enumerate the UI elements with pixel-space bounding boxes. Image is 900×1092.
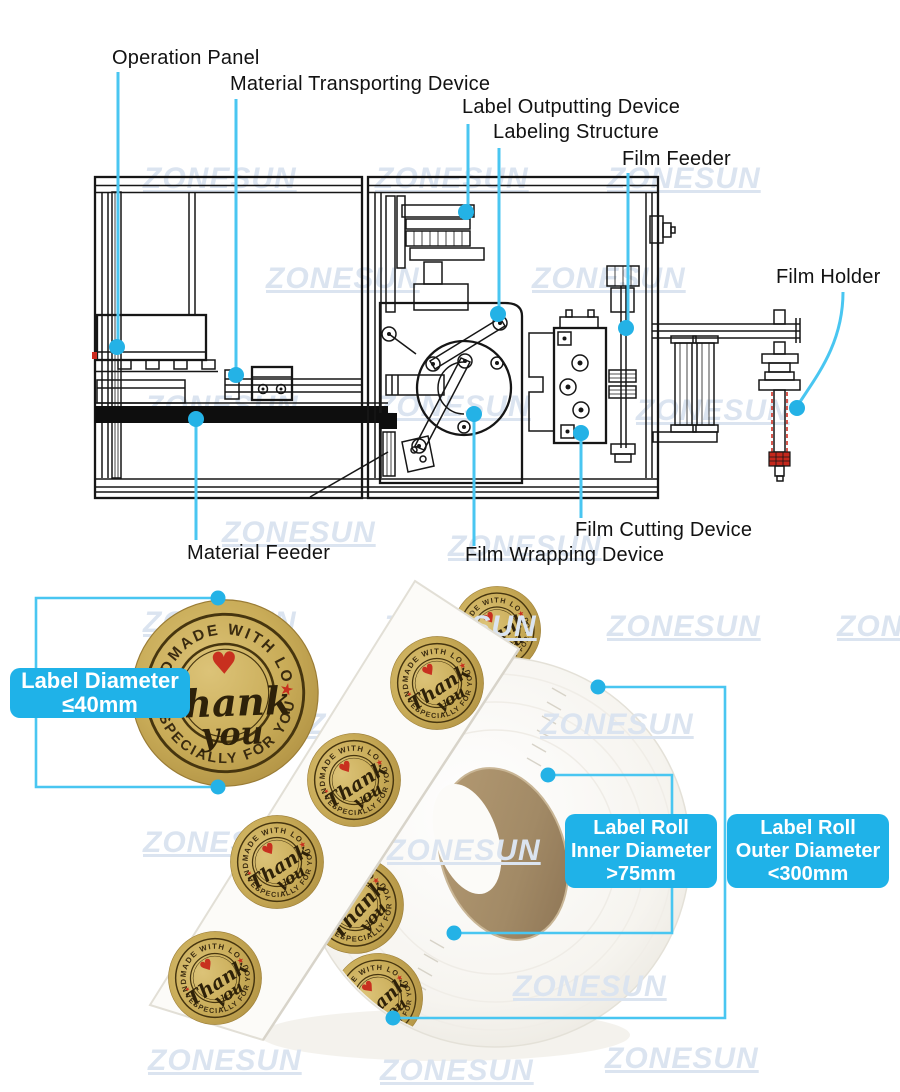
roll-outer-diameter-callout: Label Roll Outer Diameter <300mm — [727, 814, 889, 888]
zonesun-watermark: ZONESUN — [147, 1044, 302, 1077]
zonesun-watermark: ZONESUN — [265, 262, 420, 295]
roll-inner-line1: Label Roll — [593, 816, 689, 839]
roll-inner-line2: Inner Diameter — [570, 839, 712, 862]
material-feeder-belt — [95, 406, 388, 423]
label-operation-panel: Operation Panel — [112, 47, 260, 69]
zonesun-watermark: ZONESUN — [606, 610, 761, 643]
red-marker — [92, 352, 97, 359]
label-film-wrapping: Film Wrapping Device — [465, 544, 665, 566]
roll-outer-line3: <300mm — [767, 862, 849, 885]
label-film-feeder: Film Feeder — [622, 148, 731, 170]
roll-inner-diameter-callout: Label Roll Inner Diameter >75mm — [565, 814, 717, 888]
roll-core — [432, 767, 569, 941]
film-feeder-part — [606, 265, 640, 463]
machine-callout-leaders — [109, 72, 845, 546]
zonesun-watermark: ZONESUN — [606, 162, 761, 195]
zonesun-watermark: ZONESUN — [604, 1042, 759, 1075]
zonesun-watermark: ZONESUN — [836, 610, 900, 643]
zonesun-watermark: ZONESUN — [374, 162, 529, 195]
zonesun-watermark: ZONESUN — [221, 516, 376, 549]
label-label-outputting: Label Outputting Device — [462, 96, 681, 118]
label-diameter-callout: Label Diameter ≤40mm — [10, 668, 190, 718]
zonesun-watermark: ZONESUN — [531, 262, 686, 295]
label-material-feeder: Material Feeder — [187, 542, 331, 564]
zonesun-watermark: ZONESUN — [539, 708, 694, 741]
label-film-cutting: Film Cutting Device — [575, 519, 753, 541]
machine-right-extension — [652, 309, 801, 482]
film-wrapping-wheel — [415, 339, 513, 437]
label-labeling-structure: Labeling Structure — [493, 121, 659, 143]
zonesun-watermark: ZONESUN — [142, 162, 297, 195]
machine-right-cabinet — [366, 175, 676, 500]
roll-outer-line1: Label Roll — [760, 816, 856, 839]
roll-outer-line2: Outer Diameter — [735, 839, 881, 862]
label-film-holder: Film Holder — [776, 266, 881, 288]
zonesun-watermark: ZONESUN — [379, 1054, 534, 1087]
roll-inner-line3: >75mm — [606, 862, 676, 885]
zonesun-watermark: ZONESUN — [386, 834, 541, 867]
machine-left-cabinet — [92, 175, 389, 500]
film-cutting-part — [528, 309, 608, 445]
label-strip — [148, 579, 521, 1044]
labeling-machine-drawing — [92, 175, 801, 500]
zonesun-watermark: ZONESUN — [512, 970, 667, 1003]
label-material-transporting: Material Transporting Device — [230, 73, 491, 95]
film-holder-part — [758, 309, 801, 482]
material-transporting-part — [224, 365, 362, 402]
labeling-structure-part — [378, 301, 524, 485]
label-outputting-part — [385, 195, 485, 313]
label-diameter-line1: Label Diameter — [21, 668, 179, 693]
zonesun-watermark: ZONESUN — [635, 394, 790, 427]
label-diameter-line2: ≤40mm — [62, 692, 138, 717]
